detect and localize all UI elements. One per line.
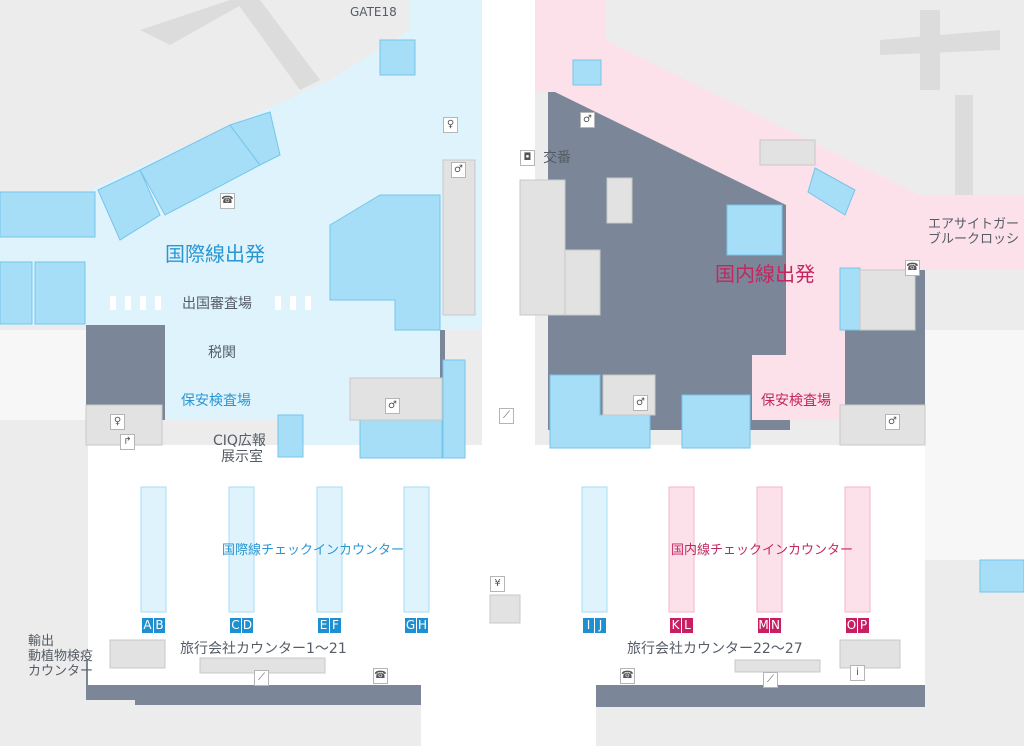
international-departure-zone xyxy=(0,0,482,445)
counter-letter: E xyxy=(318,618,329,633)
quarantine-line2: 動植物検疫 xyxy=(28,648,94,664)
counter-letter: J xyxy=(595,618,606,633)
counter-letter: I xyxy=(583,618,594,633)
ciq-label-line2: 展示室 xyxy=(221,449,263,466)
restroom-icon[interactable]: ♂ xyxy=(885,414,900,430)
telephone-icon[interactable]: ☎ xyxy=(905,260,920,276)
telephone-icon[interactable]: ☎ xyxy=(373,668,388,684)
counter-letter: G xyxy=(405,618,416,633)
counter-letter: D xyxy=(242,618,253,633)
counter-letter: A xyxy=(142,618,153,633)
police-box-label: 交番 xyxy=(543,150,571,166)
intl-checkin-label: 国際線チェックインカウンター xyxy=(222,543,405,558)
checkin-counter-islands xyxy=(140,486,871,613)
travel-counter-22-27: 旅行会社カウンター22〜27 xyxy=(627,641,803,657)
counter-letter: C xyxy=(230,618,241,633)
telephone-icon[interactable]: ☎ xyxy=(620,668,635,684)
restroom-icon[interactable]: ♂ xyxy=(385,398,400,414)
emigration-label: 出国審査場 xyxy=(182,296,252,312)
counter-letter: N xyxy=(770,618,781,633)
ciq-label-line1: CIQ広報 xyxy=(213,433,266,449)
intl-departure-label: 国際線出発 xyxy=(165,242,265,266)
restroom-icon[interactable]: ♂ xyxy=(580,112,595,128)
counter-letter: O xyxy=(846,618,857,633)
airside-line2: ブルークロッシ xyxy=(928,231,1020,247)
quarantine-line3: カウンター xyxy=(28,663,94,679)
atm-icon[interactable]: ¥ xyxy=(490,576,505,592)
counter-letter: K xyxy=(670,618,681,633)
nursing-room-icon[interactable]: ♀ xyxy=(110,414,125,430)
restroom-icon[interactable]: ♂ xyxy=(633,395,648,411)
restroom-icon[interactable]: ♂ xyxy=(451,162,466,178)
domestic-departure-zone xyxy=(535,0,1024,420)
telephone-icon[interactable]: ☎ xyxy=(220,193,235,209)
water-fountain-icon[interactable]: ↱ xyxy=(120,434,135,450)
quarantine-counter-label: 輸出動植物検疫カウンター xyxy=(28,634,94,680)
airside-line1: エアサイトガー xyxy=(928,217,1020,232)
gate-label: GATE18 xyxy=(350,5,397,19)
counter-letter: B xyxy=(154,618,165,633)
airside-label: エアサイトガーブルークロッシ xyxy=(928,217,1020,248)
security-dom-label: 保安検査場 xyxy=(761,393,831,409)
counter-letter: H xyxy=(417,618,428,633)
check-in-concourse xyxy=(88,445,925,685)
counter-letter: F xyxy=(330,618,341,633)
security-intl-label: 保安検査場 xyxy=(181,393,251,409)
dom-departure-label: 国内線出発 xyxy=(715,262,815,286)
escalator-icon[interactable]: ⟋ xyxy=(763,672,778,688)
travel-counter-1-21: 旅行会社カウンター1〜21 xyxy=(180,641,347,657)
information-icon[interactable]: i xyxy=(850,665,865,681)
airplane-icon xyxy=(140,0,1000,195)
counter-letter: P xyxy=(858,618,869,633)
counter-letter: M xyxy=(758,618,769,633)
police-icon[interactable]: ◘ xyxy=(520,150,535,166)
counter-letter: L xyxy=(682,618,693,633)
dom-checkin-label: 国内線チェックインカウンター xyxy=(671,543,854,558)
escalator-icon[interactable]: ⟋ xyxy=(254,670,269,686)
ciq-label: CIQ広報展示室 xyxy=(213,433,266,465)
quarantine-line1: 輸出 xyxy=(28,634,55,649)
customs-label: 税関 xyxy=(208,345,236,361)
nursing-room-icon[interactable]: ♀ xyxy=(443,117,458,133)
escalator-icon[interactable]: ⟋ xyxy=(499,408,514,424)
